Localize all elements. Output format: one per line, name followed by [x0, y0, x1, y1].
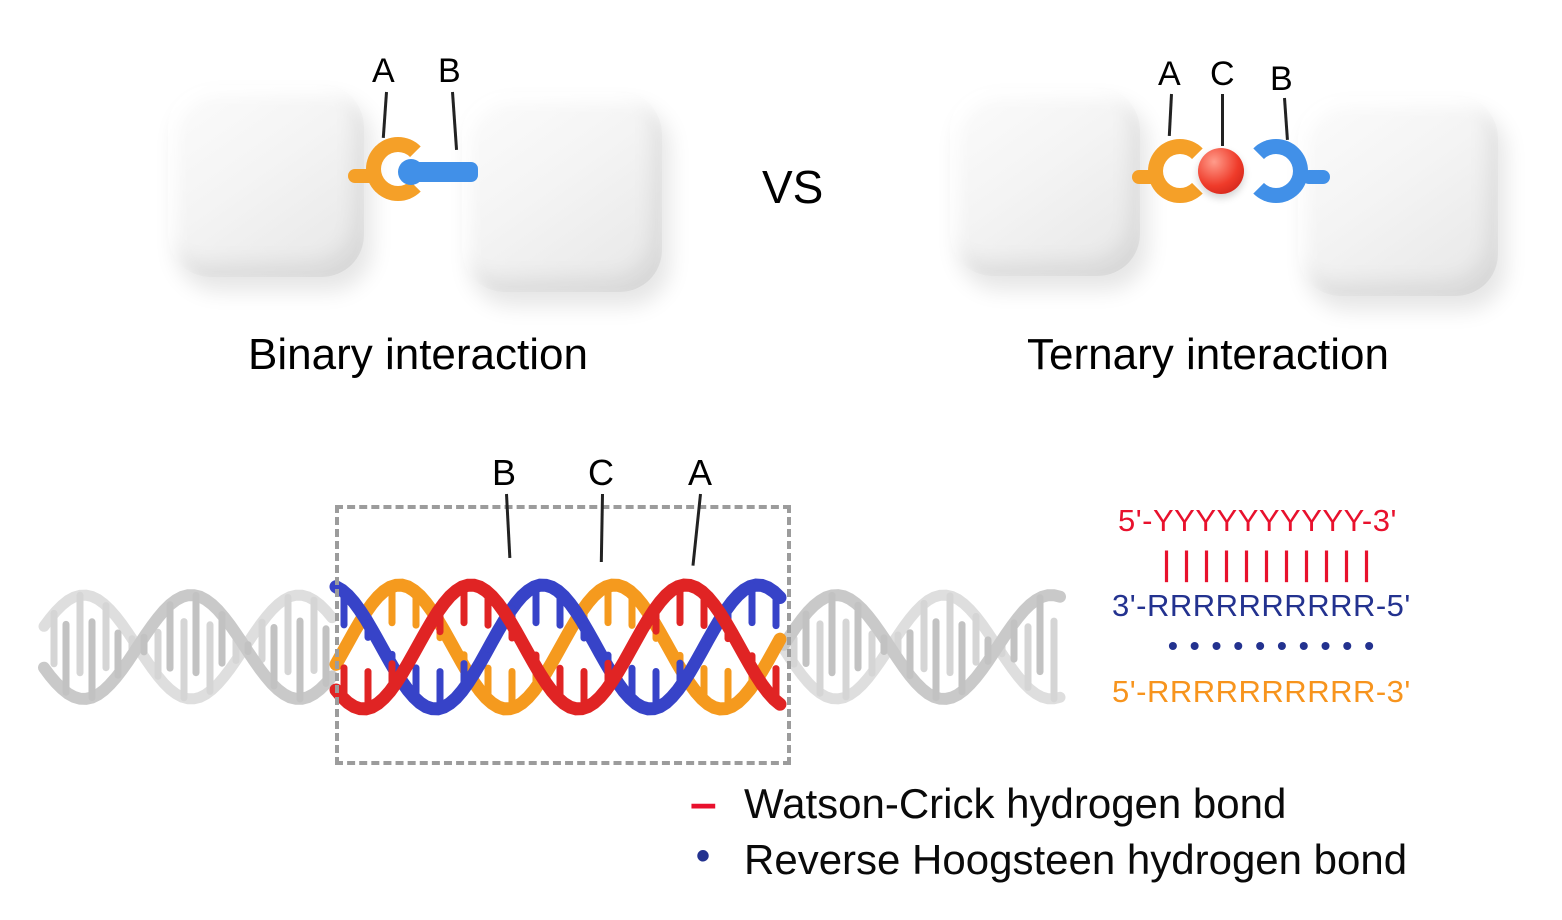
binary-cube-left — [168, 85, 364, 277]
binary-label-b: B — [438, 52, 461, 90]
ternary-molecule-c-sphere-icon — [1198, 148, 1244, 194]
ternary-caption: Ternary interaction — [1027, 330, 1389, 379]
binary-caption: Binary interaction — [248, 330, 588, 379]
rh-legend-label: Reverse Hoogsteen hydrogen bond — [744, 836, 1408, 883]
ternary-ligand-b-stub-icon — [1302, 170, 1330, 184]
purine-rh-sequence: 5'-RRRRRRRRRR-3' — [1112, 674, 1411, 709]
ternary-label-c-lead-line — [1221, 94, 1224, 146]
ligand-b-arm-icon — [410, 162, 478, 182]
wc-dash-icon: – — [690, 777, 717, 830]
helix-label-a: A — [688, 452, 713, 493]
ternary-label-c: C — [1210, 55, 1235, 93]
ternary-label-b-lead-line — [1283, 97, 1289, 140]
helix-label-c: C — [588, 452, 614, 493]
ternary-cube-left — [950, 88, 1140, 276]
ternary-ligand-b-crescent-icon — [1244, 139, 1308, 203]
wc-legend-label: Watson-Crick hydrogen bond — [744, 780, 1287, 827]
vs-text: VS — [762, 161, 824, 213]
triplex-region-dashed-box — [335, 505, 791, 765]
ternary-label-b: B — [1270, 60, 1293, 98]
wc-bond-ticks: ||||||||||| — [1163, 544, 1383, 583]
binary-label-a: A — [372, 52, 395, 90]
ligand-a-crescent-icon — [366, 137, 430, 201]
binary-label-b-lead-line — [451, 91, 458, 150]
binary-label-a-lead-line — [381, 91, 388, 138]
ternary-label-a: A — [1158, 55, 1181, 93]
purine-wc-sequence: 3'-RRRRRRRRRR-5' — [1112, 588, 1411, 623]
ternary-cube-right — [1298, 96, 1498, 296]
triple-helix-illustration — [38, 578, 1066, 716]
helix-label-b: B — [492, 452, 517, 493]
rh-dot-icon: • — [696, 834, 711, 878]
ternary-label-a-lead-line — [1167, 93, 1173, 137]
pyrimidine-sequence: 5'-YYYYYYYYYY-3' — [1118, 503, 1397, 538]
rh-bond-dots: •••••••••• — [1168, 630, 1387, 661]
binary-cube-right — [462, 92, 662, 292]
